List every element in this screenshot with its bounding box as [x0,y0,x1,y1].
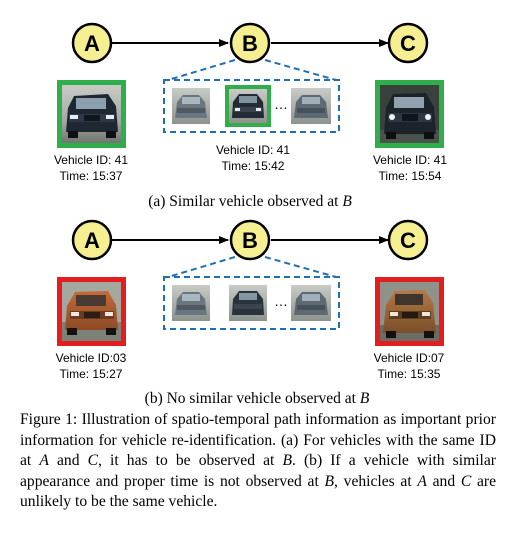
node-b: B [229,22,271,64]
vehicle-id-a: Vehicle ID:03 [56,351,127,365]
candidate-photo [172,285,210,321]
time-c: Time: 15:54 [379,169,442,183]
ellipsis: … [274,96,288,112]
figure-caption: Figure 1: Illustration of spatio-tempora… [20,411,496,511]
time-b: Time: 15:42 [222,159,285,173]
time-a: Time: 15:37 [60,169,123,183]
dashed-connector [264,256,337,278]
vehicle-photo-a [57,80,126,148]
ellipsis: … [274,293,288,309]
candidate-box [163,276,340,330]
dashed-connector [264,59,337,81]
vehicle-id-c: Vehicle ID:07 [374,351,445,365]
candidate-photo [229,285,267,321]
vehicle-photo-c [375,277,444,346]
panel-a: A B C [54,22,447,210]
vehicle-id-b: Vehicle ID: 41 [216,143,290,157]
candidate-photo-match [225,85,271,127]
vehicle-photo-c [375,80,444,148]
svg-text:B: B [242,228,258,253]
vehicle-photo-a [57,277,126,346]
candidate-photo [291,88,331,124]
svg-text:A: A [84,228,100,253]
node-a: A [71,219,113,261]
node-a: A [71,22,113,64]
svg-text:B: B [242,31,258,56]
dashed-connector [167,256,236,278]
svg-text:C: C [400,31,416,56]
svg-text:A: A [84,31,100,56]
node-c: C [387,219,429,261]
node-c: C [387,22,429,64]
candidate-photo [172,88,210,124]
dashed-connector [167,59,236,81]
vehicle-id-a: Vehicle ID: 41 [54,153,128,167]
subcaption-b: (b) No similar vehicle observed at B [145,390,370,407]
time-c: Time: 15:35 [378,367,441,381]
candidate-box [163,79,340,133]
candidate-photo [291,285,331,321]
svg-text:C: C [400,228,416,253]
vehicle-id-c: Vehicle ID: 41 [373,153,447,167]
subcaption-a: (a) Similar vehicle observed at B [148,193,352,210]
node-b: B [229,219,271,261]
time-a: Time: 15:27 [60,367,123,381]
panel-b: A B C [56,219,445,407]
